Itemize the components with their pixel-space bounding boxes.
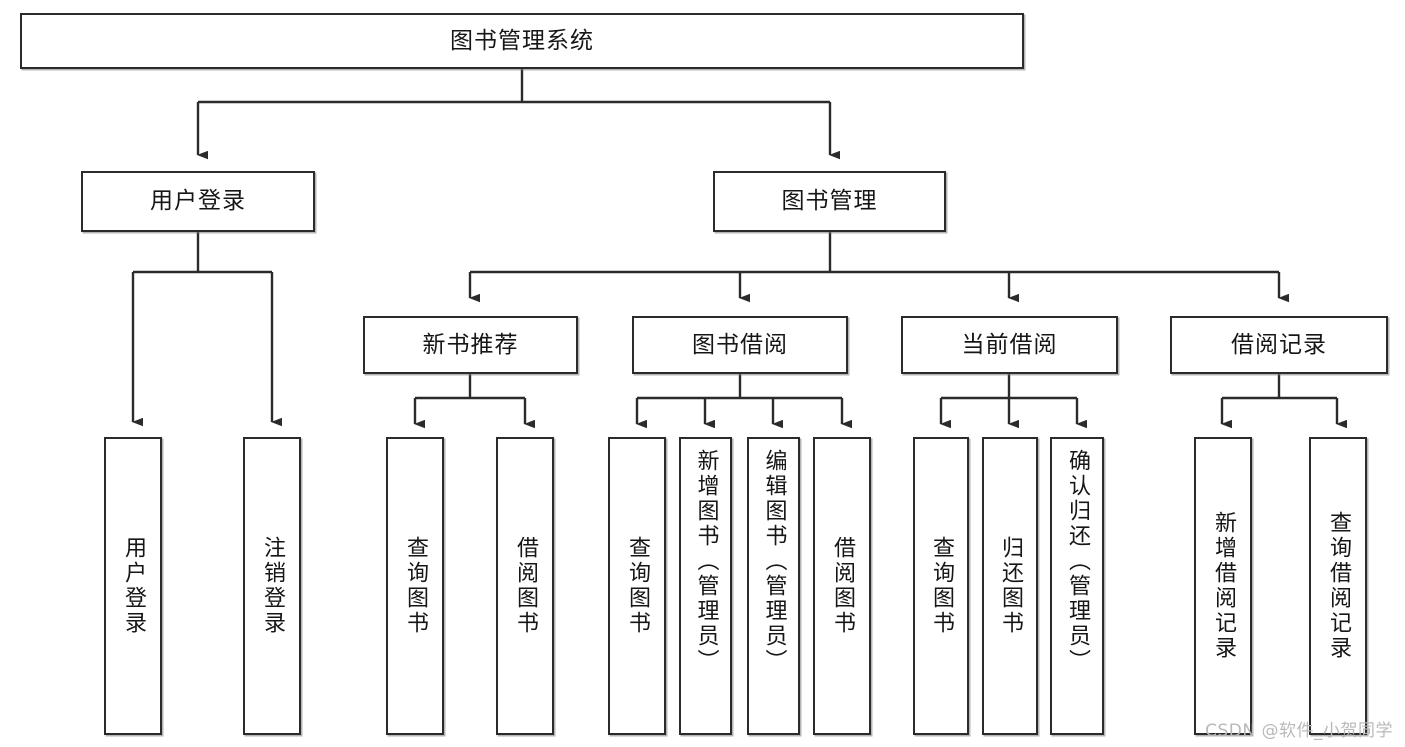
node-leaf-label: 借阅图书 bbox=[513, 536, 538, 636]
node-leaf-label: 归还图书 bbox=[998, 536, 1023, 636]
node-leaf-label: 借阅图书 bbox=[830, 536, 855, 636]
node-leaf-label: 查询图书 bbox=[929, 536, 954, 636]
node-leaf-user-login-signout[interactable]: 注销登录 bbox=[243, 437, 301, 735]
node-leaf-label: 查询图书 bbox=[625, 536, 650, 636]
node-new-book-recommendation[interactable]: 新书推荐 bbox=[363, 316, 578, 374]
node-leaf-bookborrow-query-books[interactable]: 查询图书 bbox=[608, 437, 666, 735]
node-leaf-label: 查询图书 bbox=[403, 536, 428, 636]
node-leaf-label: 新增图书（管理员） bbox=[693, 449, 719, 674]
node-current-borrowing[interactable]: 当前借阅 bbox=[901, 316, 1118, 374]
node-book-borrowing[interactable]: 图书借阅 bbox=[632, 316, 848, 374]
node-leaf-label: 确认归还（管理员） bbox=[1065, 449, 1090, 674]
node-leaf-newbook-query-books[interactable]: 查询图书 bbox=[386, 437, 444, 735]
node-book-management[interactable]: 图书管理 bbox=[713, 171, 946, 232]
node-current-borrowing-label: 当前借阅 bbox=[961, 331, 1058, 358]
node-leaf-currentborrow-return-books[interactable]: 归还图书 bbox=[982, 437, 1038, 735]
csdn-watermark: CSDN @软件_小贺同学 bbox=[1205, 721, 1393, 741]
node-root-book-management-system[interactable]: 图书管理系统 bbox=[20, 13, 1024, 69]
node-leaf-label: 查询借阅记录 bbox=[1326, 511, 1351, 661]
node-book-management-label: 图书管理 bbox=[781, 188, 878, 215]
node-user-login[interactable]: 用户登录 bbox=[81, 171, 315, 232]
node-borrowing-record[interactable]: 借阅记录 bbox=[1170, 316, 1388, 374]
node-leaf-newbook-borrow-books[interactable]: 借阅图书 bbox=[496, 437, 554, 735]
node-root-label: 图书管理系统 bbox=[450, 27, 594, 54]
node-book-borrowing-label: 图书借阅 bbox=[692, 331, 788, 358]
node-user-login-label: 用户登录 bbox=[150, 188, 246, 215]
node-leaf-label: 注销登录 bbox=[260, 536, 285, 636]
node-leaf-label: 用户登录 bbox=[121, 536, 146, 636]
node-leaf-bookborrow-edit-book-admin[interactable]: 编辑图书（管理员） bbox=[747, 437, 800, 735]
node-leaf-label: 编辑图书（管理员） bbox=[761, 449, 787, 674]
node-new-book-recommendation-label: 新书推荐 bbox=[422, 331, 519, 358]
node-leaf-bookborrow-add-book-admin[interactable]: 新增图书（管理员） bbox=[679, 437, 732, 735]
node-leaf-borrowrecord-add-record[interactable]: 新增借阅记录 bbox=[1194, 437, 1252, 735]
node-borrowing-record-label: 借阅记录 bbox=[1231, 331, 1327, 358]
node-leaf-label: 新增借阅记录 bbox=[1211, 511, 1236, 661]
node-leaf-currentborrow-confirm-return-admin[interactable]: 确认归还（管理员） bbox=[1050, 437, 1104, 735]
node-leaf-user-login-signin[interactable]: 用户登录 bbox=[104, 437, 162, 735]
node-leaf-bookborrow-borrow-books[interactable]: 借阅图书 bbox=[813, 437, 871, 735]
node-leaf-borrowrecord-query-record[interactable]: 查询借阅记录 bbox=[1309, 437, 1367, 735]
node-leaf-currentborrow-query-books[interactable]: 查询图书 bbox=[913, 437, 969, 735]
